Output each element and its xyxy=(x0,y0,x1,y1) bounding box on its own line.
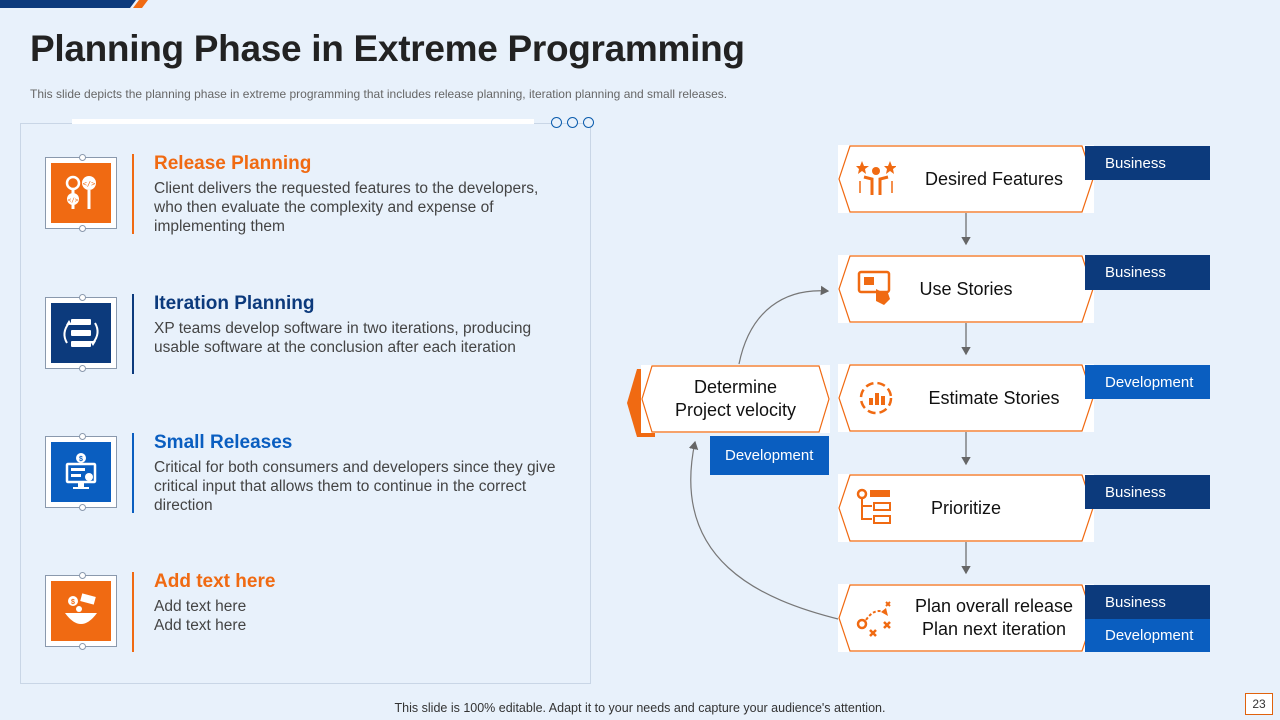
flow-step-label: Prioritize xyxy=(930,497,1001,518)
flow-step-plan-release: Plan overall release Plan next iteration xyxy=(838,584,1094,652)
flow-step-desired-features: Desired Features xyxy=(838,145,1094,213)
page-subtitle: This slide depicts the planning phase in… xyxy=(30,87,728,101)
strategy-play-icon xyxy=(856,601,891,637)
item-title: Release Planning xyxy=(154,153,312,174)
svg-text:</>: </> xyxy=(68,197,79,204)
monitor-money-icon: $ xyxy=(51,442,111,502)
velocity-tag: Development xyxy=(710,436,829,475)
flow-step-label: Estimate Stories xyxy=(928,387,1060,408)
item-title: Small Releases xyxy=(154,432,293,453)
money-bowl-icon: $ xyxy=(51,581,111,641)
icon-frame: </> </> xyxy=(45,154,117,232)
icon-frame xyxy=(45,294,117,372)
dot xyxy=(567,117,578,128)
footer-note: This slide is 100% editable. Adapt it to… xyxy=(394,701,886,715)
corner-stripe-decoration xyxy=(0,0,148,8)
item-title: Iteration Planning xyxy=(154,293,315,314)
flow-tag-business: Business xyxy=(1085,585,1210,619)
icon-frame: $ xyxy=(45,433,117,511)
item-text: XP teams develop software in two iterati… xyxy=(154,320,532,356)
flow-step-label: Plan overall release Plan next iteration xyxy=(914,596,1074,639)
page-number: 23 xyxy=(1245,693,1273,715)
panel-dots xyxy=(551,117,594,128)
flow-step-label: Desired Features xyxy=(924,168,1064,189)
flow-tag-business: Business xyxy=(1085,255,1210,290)
touch-screen-icon xyxy=(857,270,891,305)
item-text: Add text here Add text here xyxy=(154,598,247,634)
cycle-list-icon xyxy=(51,303,111,363)
flow-tag-development: Development xyxy=(1085,365,1210,399)
flow-tag-development: Development xyxy=(1085,619,1210,652)
item-text: Client delivers the requested features t… xyxy=(154,180,539,235)
list-item-add-text: $ Add text here Add text here Add text h… xyxy=(45,571,565,675)
priority-list-icon xyxy=(856,488,891,524)
flow-step-estimate-stories: Estimate Stories xyxy=(838,364,1094,432)
dot xyxy=(551,117,562,128)
svg-text:$: $ xyxy=(79,456,83,463)
velocity-box: Determine Project velocity xyxy=(641,365,830,433)
person-stars-icon xyxy=(856,161,896,195)
flow-tag-business: Business xyxy=(1085,475,1210,509)
list-item-release-planning: </> </> Release Planning Client delivers… xyxy=(45,153,565,257)
icon-frame: $ xyxy=(45,572,117,650)
svg-text:$: $ xyxy=(71,599,75,606)
list-item-iteration-planning: Iteration Planning XP teams develop soft… xyxy=(45,293,565,397)
list-item-small-releases: $ Small Releases Critical for both consu… xyxy=(45,432,565,536)
page-title: Planning Phase in Extreme Programming xyxy=(30,28,745,69)
code-magnifier-icon: </> </> xyxy=(51,163,111,223)
flow-step-prioritize: Prioritize xyxy=(838,474,1094,542)
flow-step-use-stories: Use Stories xyxy=(838,255,1094,323)
panel-top-bar xyxy=(72,119,534,124)
dot xyxy=(583,117,594,128)
svg-text:</>: </> xyxy=(83,180,96,188)
chart-cycle-icon xyxy=(859,381,893,415)
item-title: Add text here xyxy=(154,571,276,592)
item-text: Critical for both consumers and develope… xyxy=(154,459,556,514)
flow-step-label: Use Stories xyxy=(919,278,1013,299)
velocity-label: Determine Project velocity xyxy=(674,377,797,420)
flow-tag-business: Business xyxy=(1085,146,1210,180)
